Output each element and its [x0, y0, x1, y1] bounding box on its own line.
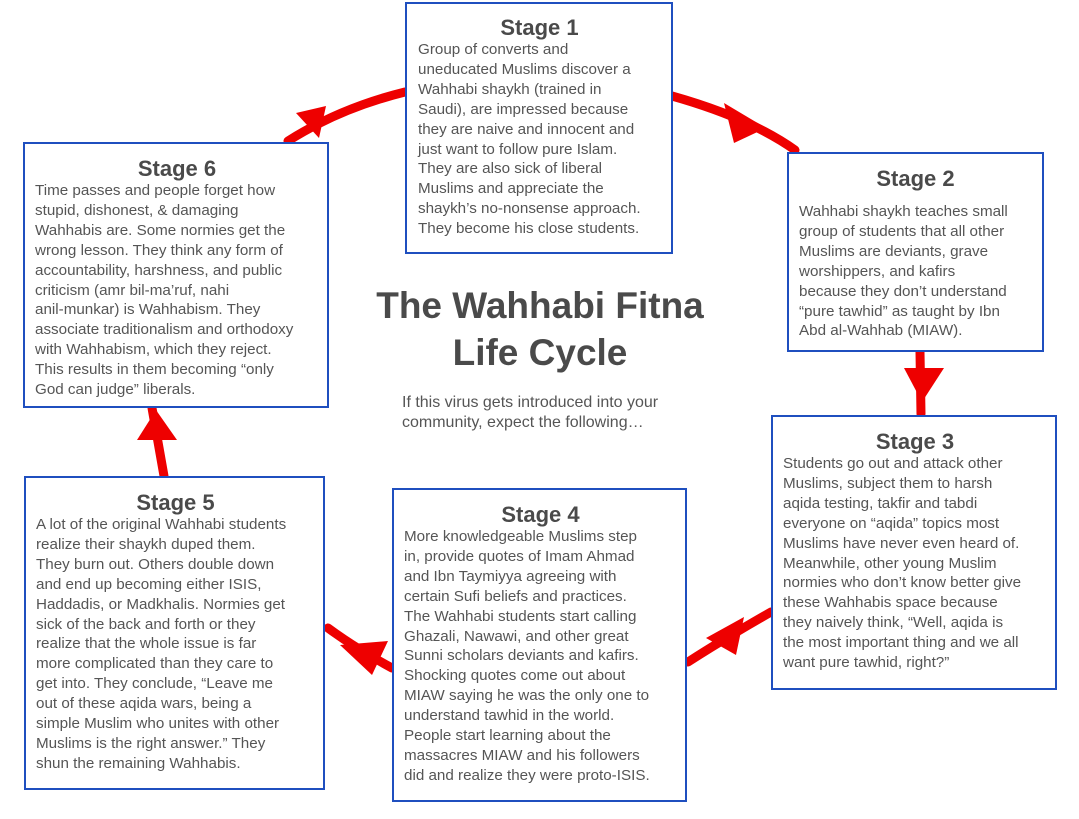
text-line: the most important thing and we all: [783, 634, 1019, 652]
text-line: accountability, harshness, and public: [35, 261, 283, 279]
stage-6-heading: Stage 6: [137, 156, 217, 181]
text-line: sick of the back and forth or they: [36, 615, 256, 633]
stage-4-heading: Stage 4: [501, 502, 580, 527]
arrowhead-stage3-to-stage4: [706, 617, 744, 655]
text-line: certain Sufi beliefs and practices.: [404, 587, 627, 605]
text-line: Muslims have never even heard of.: [783, 534, 1020, 552]
arrowhead-stage5-to-stage6: [137, 410, 177, 440]
text-line: anil-munkar) is Wahhabism. They: [35, 301, 261, 319]
text-line: with Wahhabism, which they reject.: [35, 341, 272, 359]
stage-5-heading: Stage 5: [136, 490, 215, 515]
text-line: More knowledgeable Muslims step: [404, 528, 637, 545]
diagram-title: The Wahhabi Fitna Life Cycle: [355, 282, 725, 376]
text-line: A lot of the original Wahhabi students: [36, 516, 287, 533]
stage-2-box: Stage 2 Wahhabi shaykh teaches small grou…: [787, 152, 1044, 352]
text-line: Sunni scholars deviants and kafirs.: [404, 647, 639, 665]
text-line: Time passes and people forget how: [35, 182, 276, 199]
stage-1-text: Group of converts and uneducated Muslims …: [418, 40, 661, 239]
title-line-1: The Wahhabi Fitna: [376, 285, 704, 326]
arrowhead-stage2-to-stage3: [904, 368, 944, 402]
text-line: Ghazali, Nawawi, and other great: [404, 627, 629, 645]
text-line: normies who don’t know better give: [783, 574, 1022, 592]
stage-1-box: Stage 1 Group of converts and uneducated …: [405, 2, 673, 254]
text-line: Muslims are deviants, grave: [799, 242, 989, 260]
text-line: realize their shaykh duped them.: [36, 535, 256, 553]
stage-2-text: Wahhabi shaykh teaches small group of stu…: [799, 202, 1032, 341]
arrowhead-stage1-to-stage2: [724, 103, 766, 143]
diagram-subtitle: If this virus gets introduced into your …: [402, 394, 659, 431]
text-line: these Wahhabis space because: [783, 594, 998, 612]
text-line: understand tawhid in the world.: [404, 707, 615, 725]
text-line: Muslims is the right answer.” They: [36, 734, 266, 752]
text-line: associate traditionalism and orthodoxy: [35, 321, 294, 339]
text-line: They become his close students.: [418, 220, 640, 238]
text-line: shaykh’s no-nonsense approach.: [418, 200, 641, 218]
text-line: stupid, dishonest, & damaging: [35, 201, 239, 219]
text-line: and end up becoming either ISIS,: [36, 575, 262, 593]
stage-6-text: Time passes and people forget how stupid,…: [35, 181, 319, 400]
text-line: group of students that all other: [799, 222, 1005, 240]
stage-1-heading: Stage 1: [500, 15, 579, 40]
text-line: People start learning about the: [404, 727, 611, 745]
text-line: Haddadis, or Madkhalis. Normies get: [36, 595, 286, 613]
stage-3-box: Stage 3 Students go out and attack other…: [771, 415, 1057, 690]
text-line: uneducated Muslims discover a: [418, 60, 631, 78]
text-line: wrong lesson. They think any form of: [35, 241, 283, 259]
stage-3-heading: Stage 3: [875, 429, 955, 454]
text-line: more complicated than they care to: [36, 655, 274, 673]
title-line-2: Life Cycle: [452, 332, 628, 373]
text-line: Muslims, subject them to harsh: [783, 474, 993, 492]
arrowhead-stage6-to-stage1: [296, 106, 326, 138]
text-line: Wahhabi shaykh teaches small: [799, 203, 1008, 220]
text-line: The Wahhabi students start calling: [404, 607, 637, 625]
text-line: Wahhabi shaykh (trained in: [418, 80, 602, 98]
text-line: Muslims and appreciate the: [418, 180, 604, 198]
text-line: God can judge” liberals.: [35, 381, 196, 399]
text-line: criticism (amr bil-ma’ruf, nahi: [35, 281, 230, 299]
text-line: aqida testing, takfir and tabdi: [783, 494, 978, 512]
text-line: Wahhabis are. Some normies get the: [35, 221, 286, 239]
text-line: realize that the whole issue is far: [36, 635, 257, 653]
text-line: Shocking quotes come out about: [404, 667, 626, 685]
text-line: and Ibn Taymiyya agreeing with: [404, 567, 617, 585]
stage-5-box: Stage 5 A lot of the original Wahhabi st…: [24, 476, 325, 790]
text-line: “pure tawhid” as taught by Ibn: [799, 302, 1000, 320]
text-line: shun the remaining Wahhabis.: [36, 754, 241, 772]
text-line: Group of converts and: [418, 41, 569, 58]
text-line: This results in them becoming “only: [35, 361, 274, 379]
text-line: did and realize they were proto-ISIS.: [404, 766, 650, 784]
stage-5-text: A lot of the original Wahhabi students re…: [36, 515, 315, 774]
text-line: Saudi), are impressed because: [418, 100, 629, 118]
text-line: get into. They conclude, “Leave me: [36, 675, 273, 693]
text-line: they are naive and innocent and: [418, 120, 635, 138]
text-line: worshippers, and kafirs: [799, 262, 956, 280]
text-line: because they don’t understand: [799, 282, 1007, 300]
stage-4-box: Stage 4 More knowledgeable Muslims step i…: [392, 488, 687, 802]
text-line: simple Muslim who unites with other: [36, 715, 280, 733]
text-line: everyone on “aqida” topics most: [783, 514, 1000, 532]
text-line: They burn out. Others double down: [36, 555, 275, 573]
text-line: out of these aqida wars, being a: [36, 695, 252, 713]
stage-4-text: More knowledgeable Muslims step in, provi…: [404, 527, 677, 786]
text-line: in, provide quotes of Imam Ahmad: [404, 547, 635, 565]
stage-6-box: Stage 6 Time passes and people forget ho…: [23, 142, 329, 408]
text-line: They are also sick of liberal: [418, 160, 603, 178]
text-line: want pure tawhid, right?”: [783, 654, 950, 672]
text-line: Abd al-Wahhab (MIAW).: [799, 322, 963, 340]
text-line: MIAW saying he was the only one to: [404, 687, 650, 705]
arrowhead-stage4-to-stage5: [340, 641, 388, 675]
arrow-stage6-to-stage1: [283, 87, 410, 146]
text-line: massacres MIAW and his followers: [404, 746, 640, 764]
text-line: they naively think, “Well, aqida is: [783, 614, 1004, 632]
text-line: Meanwhile, other young Muslim: [783, 554, 997, 572]
text-line: Students go out and attack other: [783, 455, 1003, 472]
text-line: just want to follow pure Islam.: [418, 140, 618, 158]
stage-2-heading: Stage 2: [876, 166, 955, 191]
